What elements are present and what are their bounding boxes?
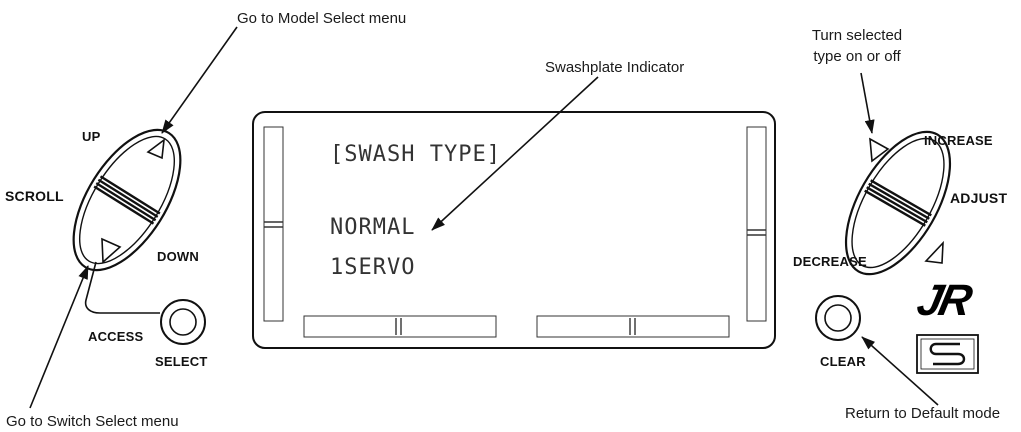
annotation-swashplate: Swashplate Indicator <box>545 59 685 76</box>
lcd-value-servo: 1SERVO <box>330 255 416 280</box>
adjust-label: ADJUST <box>950 190 1008 206</box>
access-connector <box>84 261 160 314</box>
up-label: UP <box>82 129 101 144</box>
access-label: ACCESS <box>88 329 144 344</box>
scroll-label: SCROLL <box>5 188 64 204</box>
adjust-rocker-right[interactable] <box>825 115 972 291</box>
spcm-badge-icon <box>916 334 979 374</box>
annotation-switch-select: Go to Switch Select menu <box>6 413 179 430</box>
arrow-default-mode <box>861 336 939 406</box>
arrow-switch-select <box>29 265 89 409</box>
arrow-turn-selected <box>860 72 875 134</box>
annotation-turn-selected-1: Turn selected <box>811 27 903 44</box>
decrease-label: DECREASE <box>793 254 867 269</box>
down-triangle-icon[interactable] <box>101 237 122 264</box>
annotation-model-select: Go to Model Select menu <box>237 10 407 27</box>
increase-label: INCREASE <box>924 133 993 148</box>
lcd-title: [SWASH TYPE] <box>330 142 501 167</box>
annotation-turn-selected-2: type on or off <box>813 48 901 65</box>
select-button-icon[interactable] <box>160 299 206 345</box>
arrow-swashplate <box>431 76 599 231</box>
jr-logo-icon: JR <box>912 276 974 325</box>
lcd-screen-frame <box>252 111 776 349</box>
down-label: DOWN <box>157 249 199 264</box>
annotation-default-mode: Return to Default mode <box>845 405 1001 422</box>
clear-button-icon[interactable] <box>815 295 861 341</box>
clear-label: CLEAR <box>820 354 866 369</box>
increase-triangle-icon[interactable] <box>869 137 890 163</box>
up-triangle-icon[interactable] <box>146 138 165 160</box>
select-label: SELECT <box>155 354 208 369</box>
arrow-model-select <box>161 26 238 134</box>
decrease-triangle-icon[interactable] <box>924 240 944 264</box>
lcd-value-normal: NORMAL <box>330 215 416 240</box>
